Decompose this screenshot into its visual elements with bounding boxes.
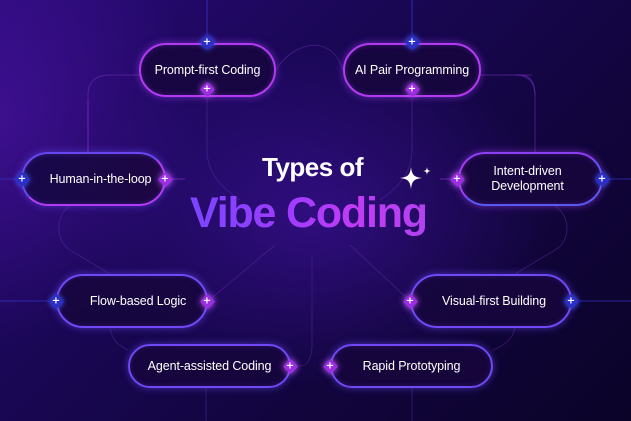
node-human-in-the-loop: Human-in-the-loop: [21, 152, 166, 206]
node-label: Human-in-the-loop: [49, 171, 152, 186]
title-line-2: Vibe Coding: [190, 189, 428, 237]
node-intent-driven-development: Intent-driven Development: [458, 152, 603, 206]
node-label: Agent-assisted Coding: [147, 358, 272, 373]
node-label: Flow-based Logic: [89, 293, 187, 308]
node-label: Visual-first Building: [442, 293, 546, 308]
sparkle-icon: [400, 167, 431, 189]
node-flow-based-logic: Flow-based Logic: [56, 274, 208, 328]
node-label: AI Pair Programming: [354, 62, 470, 77]
node-label: Rapid Prototyping: [362, 358, 461, 373]
node-visual-first-building: Visual-first Building: [410, 274, 572, 328]
node-agent-assisted-coding: Agent-assisted Coding: [128, 344, 291, 388]
node-rapid-prototyping: Rapid Prototyping: [330, 344, 493, 388]
title-line-1: Types of: [262, 152, 363, 182]
node-label: Intent-driven Development: [491, 164, 564, 193]
node-label: Prompt-first Coding: [154, 62, 261, 77]
